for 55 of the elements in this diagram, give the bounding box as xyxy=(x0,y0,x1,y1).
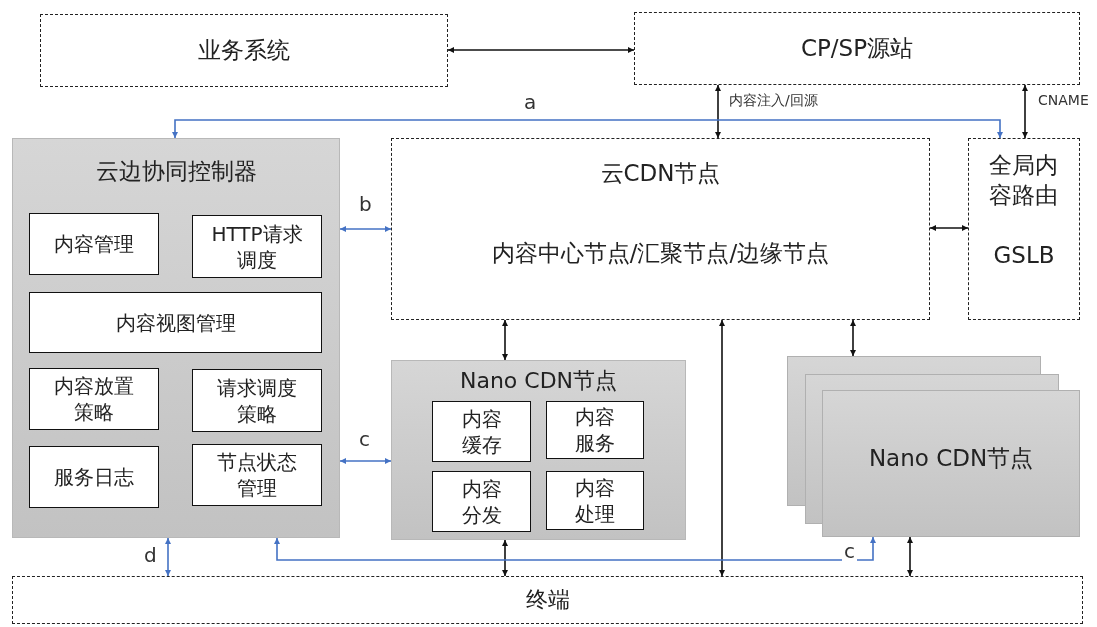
node-title: 业务系统 xyxy=(198,35,290,65)
system-box xyxy=(391,138,930,320)
module-panel xyxy=(391,360,686,540)
connector-arrow xyxy=(1022,84,1028,139)
node-title: 内容视图管理 xyxy=(115,309,236,336)
function-box xyxy=(29,213,159,275)
function-box xyxy=(29,446,159,508)
node-title: Nano CDN节点 xyxy=(867,444,1035,473)
node-title: 全局内容路由 xyxy=(988,151,1060,210)
module-panel xyxy=(12,138,340,538)
connector-arrow xyxy=(165,537,171,577)
connector-arrow xyxy=(502,539,508,577)
connector-arrow xyxy=(929,225,969,231)
connector-arrow xyxy=(907,536,913,577)
node-title: 云CDN节点 xyxy=(599,159,722,188)
connector-arrow xyxy=(339,458,392,464)
stacked-node-cards xyxy=(787,356,1080,537)
connector-arrow xyxy=(502,319,508,361)
edge-label: 内容注入/回源 xyxy=(727,93,820,109)
connector-arrow xyxy=(715,84,721,139)
system-box xyxy=(40,14,448,87)
node-subtitle: 内容中心节点/汇聚节点/边缘节点 xyxy=(490,239,831,268)
node-title: 内容管理 xyxy=(54,231,134,257)
function-box xyxy=(192,369,322,432)
function-box xyxy=(432,471,531,532)
system-box xyxy=(634,12,1080,85)
node-title: 内容分发 xyxy=(460,475,503,528)
function-box xyxy=(29,292,322,353)
node-title: Nano CDN节点 xyxy=(458,367,619,395)
function-box xyxy=(546,401,644,459)
function-box xyxy=(546,471,644,530)
function-box xyxy=(192,215,322,278)
function-box xyxy=(192,444,322,506)
function-box xyxy=(29,368,159,430)
node-title: 节点状态管理 xyxy=(216,449,298,501)
node-title: 内容处理 xyxy=(574,474,616,527)
connector-arrow xyxy=(172,119,1003,139)
node-title: CP/SP源站 xyxy=(800,33,914,63)
connector-arrow xyxy=(850,319,856,357)
node-title: 终端 xyxy=(525,585,570,614)
connector-arrow xyxy=(447,47,635,53)
node-title: 请求调度策略 xyxy=(216,374,298,427)
node-title: 内容服务 xyxy=(574,404,616,456)
function-box xyxy=(432,401,531,462)
node-title: 服务日志 xyxy=(54,464,134,490)
node-title: 云边协同控制器 xyxy=(94,157,258,186)
connector-arrow xyxy=(339,226,392,232)
node-subtitle: GSLB xyxy=(992,241,1056,270)
system-box xyxy=(968,138,1080,320)
node-title: 内容放置策略 xyxy=(53,373,135,425)
node-title: HTTP请求调度 xyxy=(210,220,304,273)
connector-arrow xyxy=(719,319,725,577)
system-box xyxy=(12,576,1083,624)
connector-arrow xyxy=(274,536,876,561)
node-title: 内容缓存 xyxy=(460,405,503,458)
